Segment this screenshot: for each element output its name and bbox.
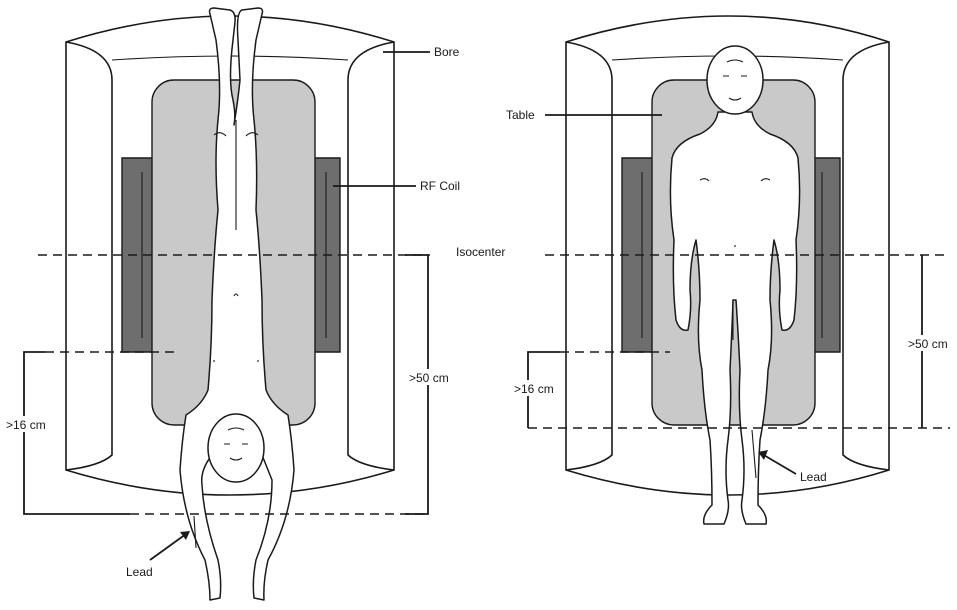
right-lead-label: Lead bbox=[800, 470, 827, 484]
right-over-16-label: >16 cm bbox=[514, 382, 554, 396]
right-over-50-label: >50 cm bbox=[908, 337, 948, 351]
right-head bbox=[707, 46, 763, 114]
table-label: Table bbox=[506, 108, 535, 122]
left-over-16-label: >16 cm bbox=[6, 418, 46, 432]
left-lead-arrowhead bbox=[180, 531, 190, 540]
left-over-50-label: >50 cm bbox=[409, 371, 449, 385]
rf-coil-label: RF Coil bbox=[420, 179, 460, 193]
left-lead-pointer bbox=[150, 534, 186, 560]
left-head bbox=[208, 414, 264, 482]
bore-label: Bore bbox=[434, 45, 460, 59]
isocenter-label: Isocenter bbox=[456, 245, 505, 259]
right-scanner bbox=[566, 16, 889, 524]
left-lead-label: Lead bbox=[126, 565, 153, 579]
left-scanner bbox=[66, 8, 394, 600]
